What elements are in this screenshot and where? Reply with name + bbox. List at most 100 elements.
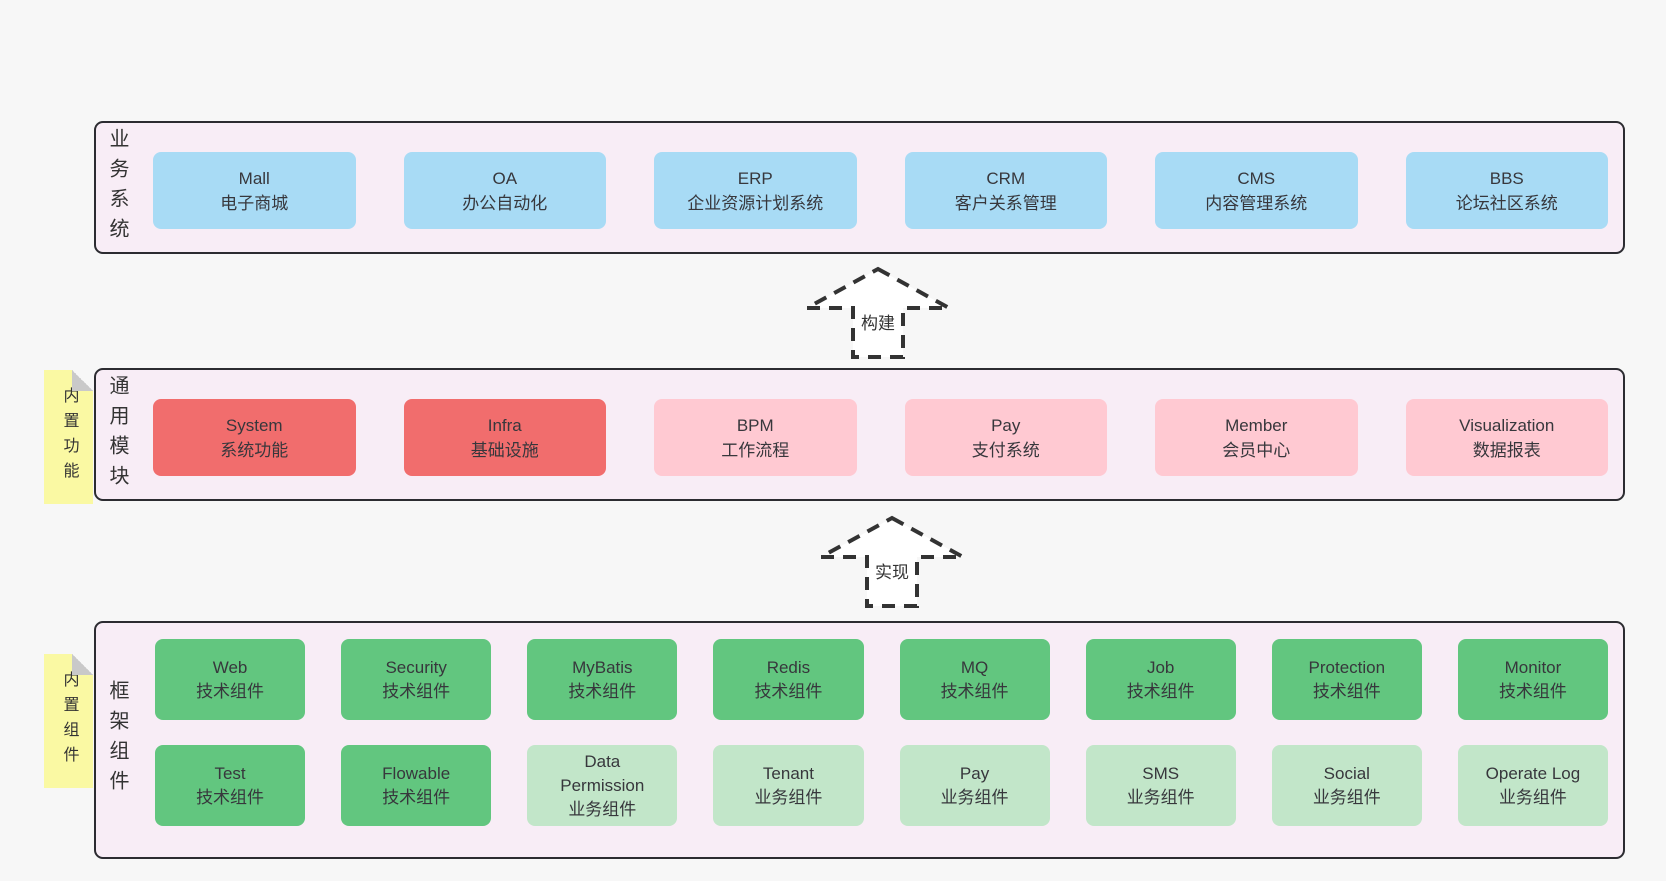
module-desc: 支付系统 bbox=[971, 440, 1040, 460]
module-name: ERP bbox=[737, 168, 773, 188]
common-modules-row: System 系统功能 Infra 基础设施 BPM 工作流程 Pay 支付系统… bbox=[153, 399, 1608, 476]
module-name: Web bbox=[212, 657, 248, 677]
module-box: ERP 企业资源计划系统 bbox=[654, 152, 857, 229]
module-box: Protection 技术组件 bbox=[1271, 639, 1422, 720]
module-name: CMS bbox=[1237, 168, 1276, 188]
module-box: Member 会员中心 bbox=[1155, 399, 1358, 476]
module-desc: 技术组件 bbox=[196, 787, 265, 807]
module-box: Tenant 业务组件 bbox=[713, 745, 864, 826]
module-desc: 数据报表 bbox=[1472, 440, 1541, 460]
module-desc: 技术组件 bbox=[1126, 681, 1195, 701]
framework-components-row-2: Test 技术组件 Flowable 技术组件 Data Permission … bbox=[155, 745, 1608, 826]
module-box: Redis 技术组件 bbox=[713, 639, 864, 720]
module-box: Test 技术组件 bbox=[155, 745, 306, 826]
module-name: Pay bbox=[959, 763, 990, 783]
builtin-features-sticky-label: 内置功能 bbox=[60, 387, 78, 487]
build-arrow-icon: 构建 bbox=[806, 266, 950, 359]
module-box: MyBatis 技术组件 bbox=[527, 639, 678, 720]
module-name: MQ bbox=[960, 657, 989, 677]
implement-arrow-shape bbox=[820, 515, 964, 608]
module-box: BPM 工作流程 bbox=[654, 399, 857, 476]
panel-business-systems: 业务系统 Mall 电子商城 OA 办公自动化 ERP 企业资源计划系统 CRM… bbox=[94, 121, 1625, 254]
module-box: Web 技术组件 bbox=[155, 639, 306, 720]
module-name: OA bbox=[492, 168, 518, 188]
module-name: Security bbox=[385, 657, 447, 677]
module-box: Pay 支付系统 bbox=[904, 399, 1107, 476]
module-name: Member bbox=[1225, 415, 1288, 435]
module-name: Operate Log bbox=[1485, 763, 1581, 783]
module-desc: 技术组件 bbox=[568, 681, 637, 701]
implement-arrow-label: 实现 bbox=[875, 563, 909, 582]
module-box: OA 办公自动化 bbox=[403, 152, 606, 229]
module-name: Mall bbox=[238, 168, 270, 188]
module-name: CRM bbox=[986, 168, 1026, 188]
framework-components-row-1: Web 技术组件 Security 技术组件 MyBatis 技术组件 Redi… bbox=[155, 639, 1608, 720]
panel-business-systems-label: 业务系统 bbox=[106, 127, 128, 248]
module-desc: 技术组件 bbox=[382, 787, 451, 807]
module-name: Monitor bbox=[1504, 657, 1562, 677]
module-box: Security 技术组件 bbox=[341, 639, 492, 720]
module-desc: 内容管理系统 bbox=[1205, 193, 1308, 213]
module-desc: 技术组件 bbox=[382, 681, 451, 701]
module-name: Job bbox=[1146, 657, 1175, 677]
module-desc: 业务组件 bbox=[1126, 787, 1195, 807]
module-name: Flowable bbox=[382, 763, 451, 783]
module-desc: 论坛社区系统 bbox=[1455, 193, 1558, 213]
module-desc: 客户关系管理 bbox=[954, 193, 1057, 213]
module-name: Social bbox=[1323, 763, 1370, 783]
module-box: Flowable 技术组件 bbox=[341, 745, 492, 826]
module-box: Job 技术组件 bbox=[1085, 639, 1236, 720]
module-name: Protection bbox=[1308, 657, 1386, 677]
module-box: Pay 业务组件 bbox=[899, 745, 1050, 826]
module-name: Pay bbox=[991, 415, 1021, 435]
module-box: Operate Log 业务组件 bbox=[1457, 745, 1608, 826]
module-desc: 工作流程 bbox=[721, 440, 790, 460]
builtin-components-sticky: 内置组件 bbox=[44, 654, 93, 788]
module-name: Visualization bbox=[1459, 415, 1555, 435]
panel-common-modules: 通用模块 System 系统功能 Infra 基础设施 BPM 工作流程 Pay… bbox=[94, 368, 1625, 501]
panel-framework-components: 框架组件 Web 技术组件 Security 技术组件 MyBatis 技术组件… bbox=[94, 621, 1625, 859]
module-name: Tenant bbox=[762, 763, 814, 783]
module-name: BPM bbox=[736, 415, 774, 435]
module-box: Mall 电子商城 bbox=[153, 152, 356, 229]
panel-framework-components-label: 框架组件 bbox=[106, 680, 128, 800]
module-desc: 业务组件 bbox=[1498, 787, 1567, 807]
module-box: CMS 内容管理系统 bbox=[1155, 152, 1358, 229]
module-box: Data Permission 业务组件 bbox=[527, 745, 678, 826]
build-arrow-shape bbox=[806, 266, 950, 359]
module-desc: 系统功能 bbox=[220, 440, 289, 460]
module-box: Social 业务组件 bbox=[1271, 745, 1422, 826]
module-box: CRM 客户关系管理 bbox=[904, 152, 1107, 229]
module-desc: 技术组件 bbox=[940, 681, 1009, 701]
module-box: Infra 基础设施 bbox=[403, 399, 606, 476]
module-name: Infra bbox=[487, 415, 522, 435]
module-box: Monitor 技术组件 bbox=[1457, 639, 1608, 720]
module-name: System bbox=[225, 415, 283, 435]
module-name: Data Permission bbox=[560, 751, 645, 795]
module-desc: 业务组件 bbox=[754, 787, 823, 807]
module-name: MyBatis bbox=[572, 657, 633, 677]
panel-common-modules-label: 通用模块 bbox=[106, 374, 128, 495]
implement-arrow-icon: 实现 bbox=[820, 515, 964, 608]
module-box: BBS 论坛社区系统 bbox=[1405, 152, 1608, 229]
module-box: Visualization 数据报表 bbox=[1405, 399, 1608, 476]
module-desc: 电子商城 bbox=[220, 193, 289, 213]
module-desc: 业务组件 bbox=[1312, 787, 1381, 807]
module-name: Redis bbox=[766, 657, 811, 677]
module-desc: 技术组件 bbox=[1498, 681, 1567, 701]
builtin-features-sticky: 内置功能 bbox=[44, 370, 93, 504]
module-name: BBS bbox=[1489, 168, 1524, 188]
module-box: System 系统功能 bbox=[153, 399, 356, 476]
module-name: Test bbox=[214, 763, 246, 783]
module-box: SMS 业务组件 bbox=[1085, 745, 1236, 826]
module-desc: 技术组件 bbox=[196, 681, 265, 701]
module-name: SMS bbox=[1142, 763, 1180, 783]
module-desc: 业务组件 bbox=[940, 787, 1009, 807]
module-desc: 技术组件 bbox=[1312, 681, 1381, 701]
module-desc: 基础设施 bbox=[470, 440, 539, 460]
module-desc: 办公自动化 bbox=[462, 193, 548, 213]
module-box: MQ 技术组件 bbox=[899, 639, 1050, 720]
module-desc: 业务组件 bbox=[568, 799, 637, 819]
module-desc: 企业资源计划系统 bbox=[687, 193, 824, 213]
